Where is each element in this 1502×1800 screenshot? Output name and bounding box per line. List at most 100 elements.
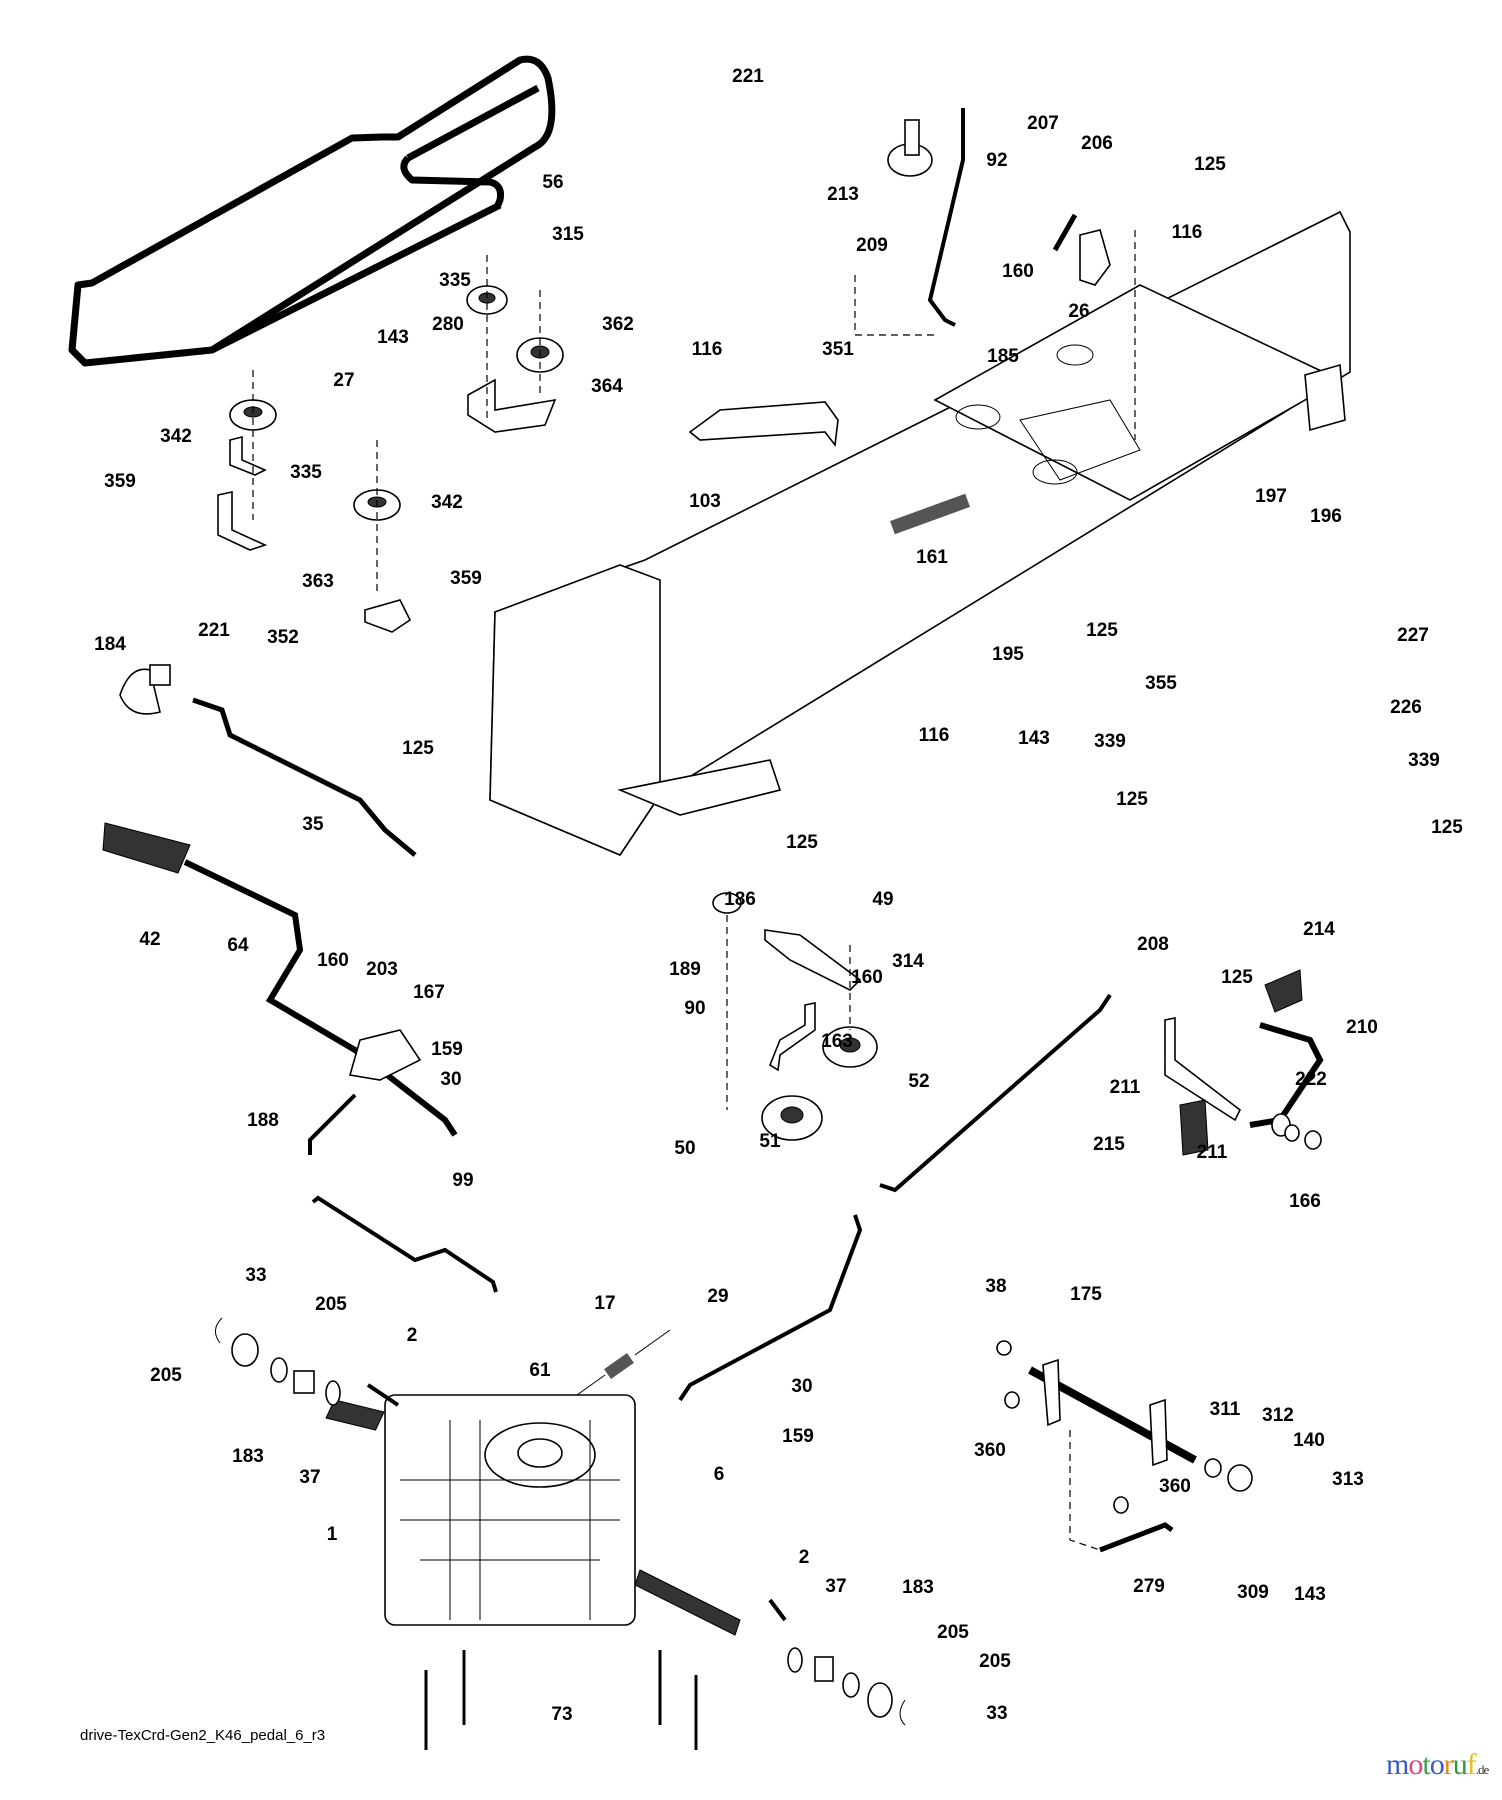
callout-125[interactable]: 125 bbox=[1221, 967, 1253, 988]
callout-17[interactable]: 17 bbox=[594, 1293, 615, 1314]
callout-64[interactable]: 64 bbox=[227, 935, 249, 956]
callout-2[interactable]: 2 bbox=[799, 1547, 810, 1568]
callout-342[interactable]: 342 bbox=[431, 492, 463, 513]
callout-73[interactable]: 73 bbox=[551, 1704, 572, 1725]
callout-197[interactable]: 197 bbox=[1255, 486, 1287, 507]
callout-339[interactable]: 339 bbox=[1094, 731, 1126, 752]
callout-196[interactable]: 196 bbox=[1310, 506, 1342, 527]
callout-42[interactable]: 42 bbox=[139, 929, 160, 950]
callout-61[interactable]: 61 bbox=[529, 1360, 551, 1381]
callout-205[interactable]: 205 bbox=[937, 1622, 969, 1643]
callout-27[interactable]: 27 bbox=[333, 370, 354, 391]
callout-116[interactable]: 116 bbox=[1172, 222, 1203, 243]
callout-159[interactable]: 159 bbox=[782, 1426, 814, 1447]
callout-359[interactable]: 359 bbox=[450, 568, 482, 589]
callout-203[interactable]: 203 bbox=[366, 959, 398, 980]
callout-183[interactable]: 183 bbox=[232, 1446, 264, 1467]
callout-188[interactable]: 188 bbox=[247, 1110, 279, 1131]
callout-49[interactable]: 49 bbox=[872, 889, 893, 910]
callout-52[interactable]: 52 bbox=[908, 1071, 929, 1092]
callout-30[interactable]: 30 bbox=[440, 1069, 461, 1090]
callout-50[interactable]: 50 bbox=[674, 1138, 695, 1159]
callout-205[interactable]: 205 bbox=[315, 1294, 347, 1315]
callout-26[interactable]: 26 bbox=[1068, 301, 1089, 322]
callout-1[interactable]: 1 bbox=[327, 1524, 338, 1545]
callout-167[interactable]: 167 bbox=[413, 982, 445, 1003]
callout-312[interactable]: 312 bbox=[1262, 1405, 1294, 1426]
callout-342[interactable]: 342 bbox=[160, 426, 192, 447]
callout-56[interactable]: 56 bbox=[542, 172, 563, 193]
callout-335[interactable]: 335 bbox=[439, 270, 471, 291]
callout-92[interactable]: 92 bbox=[986, 150, 1007, 171]
callout-315[interactable]: 315 bbox=[552, 224, 584, 245]
callout-160[interactable]: 160 bbox=[317, 950, 349, 971]
callout-33[interactable]: 33 bbox=[245, 1265, 266, 1286]
callout-166[interactable]: 166 bbox=[1289, 1191, 1321, 1212]
callout-359[interactable]: 359 bbox=[104, 471, 136, 492]
callout-160[interactable]: 160 bbox=[851, 967, 883, 988]
callout-125[interactable]: 125 bbox=[1116, 789, 1148, 810]
callout-214[interactable]: 214 bbox=[1303, 919, 1335, 940]
callout-184[interactable]: 184 bbox=[94, 634, 126, 655]
callout-140[interactable]: 140 bbox=[1293, 1430, 1325, 1451]
callout-208[interactable]: 208 bbox=[1137, 934, 1169, 955]
callout-335[interactable]: 335 bbox=[290, 462, 322, 483]
callout-160[interactable]: 160 bbox=[1002, 261, 1034, 282]
callout-29[interactable]: 29 bbox=[707, 1286, 728, 1307]
callout-226[interactable]: 226 bbox=[1390, 697, 1422, 718]
callout-125[interactable]: 125 bbox=[786, 832, 818, 853]
callout-195[interactable]: 195 bbox=[992, 644, 1024, 665]
callout-210[interactable]: 210 bbox=[1346, 1017, 1378, 1038]
callout-352[interactable]: 352 bbox=[267, 627, 299, 648]
callout-6[interactable]: 6 bbox=[714, 1464, 725, 1485]
callout-125[interactable]: 125 bbox=[402, 738, 434, 759]
callout-209[interactable]: 209 bbox=[856, 235, 888, 256]
callout-116[interactable]: 116 bbox=[919, 725, 950, 746]
callout-360[interactable]: 360 bbox=[1159, 1476, 1191, 1497]
callout-33[interactable]: 33 bbox=[986, 1703, 1007, 1724]
callout-143[interactable]: 143 bbox=[1018, 728, 1050, 749]
callout-186[interactable]: 186 bbox=[724, 889, 756, 910]
callout-227[interactable]: 227 bbox=[1397, 625, 1429, 646]
callout-221[interactable]: 221 bbox=[732, 66, 764, 87]
callout-313[interactable]: 313 bbox=[1332, 1469, 1364, 1490]
callout-90[interactable]: 90 bbox=[684, 998, 705, 1019]
callout-30[interactable]: 30 bbox=[791, 1376, 812, 1397]
callout-211[interactable]: 211 bbox=[1110, 1077, 1141, 1098]
callout-364[interactable]: 364 bbox=[591, 376, 623, 397]
callout-339[interactable]: 339 bbox=[1408, 750, 1440, 771]
callout-207[interactable]: 207 bbox=[1027, 113, 1059, 134]
callout-183[interactable]: 183 bbox=[902, 1577, 934, 1598]
callout-125[interactable]: 125 bbox=[1194, 154, 1226, 175]
callout-189[interactable]: 189 bbox=[669, 959, 701, 980]
callout-143[interactable]: 143 bbox=[1294, 1584, 1326, 1605]
callout-222[interactable]: 222 bbox=[1295, 1069, 1327, 1090]
callout-314[interactable]: 314 bbox=[892, 951, 924, 972]
callout-38[interactable]: 38 bbox=[985, 1276, 1006, 1297]
callout-116[interactable]: 116 bbox=[692, 339, 723, 360]
callout-362[interactable]: 362 bbox=[602, 314, 634, 335]
callout-37[interactable]: 37 bbox=[299, 1467, 320, 1488]
callout-161[interactable]: 161 bbox=[916, 547, 948, 568]
callout-143[interactable]: 143 bbox=[377, 327, 409, 348]
callout-37[interactable]: 37 bbox=[825, 1576, 846, 1597]
callout-51[interactable]: 51 bbox=[759, 1131, 781, 1152]
callout-211[interactable]: 211 bbox=[1197, 1142, 1228, 1163]
callout-363[interactable]: 363 bbox=[302, 571, 334, 592]
callout-103[interactable]: 103 bbox=[689, 491, 721, 512]
callout-159[interactable]: 159 bbox=[431, 1039, 463, 1060]
callout-206[interactable]: 206 bbox=[1081, 133, 1113, 154]
watermark-logo[interactable]: motoruf.de bbox=[1386, 1748, 1489, 1782]
callout-279[interactable]: 279 bbox=[1133, 1576, 1165, 1597]
callout-311[interactable]: 311 bbox=[1210, 1399, 1241, 1420]
callout-205[interactable]: 205 bbox=[979, 1651, 1011, 1672]
callout-2[interactable]: 2 bbox=[407, 1325, 418, 1346]
callout-215[interactable]: 215 bbox=[1093, 1134, 1125, 1155]
callout-99[interactable]: 99 bbox=[452, 1170, 473, 1191]
callout-125[interactable]: 125 bbox=[1431, 817, 1463, 838]
callout-360[interactable]: 360 bbox=[974, 1440, 1006, 1461]
callout-213[interactable]: 213 bbox=[827, 184, 859, 205]
callout-125[interactable]: 125 bbox=[1086, 620, 1118, 641]
callout-309[interactable]: 309 bbox=[1237, 1582, 1269, 1603]
callout-175[interactable]: 175 bbox=[1070, 1284, 1102, 1305]
